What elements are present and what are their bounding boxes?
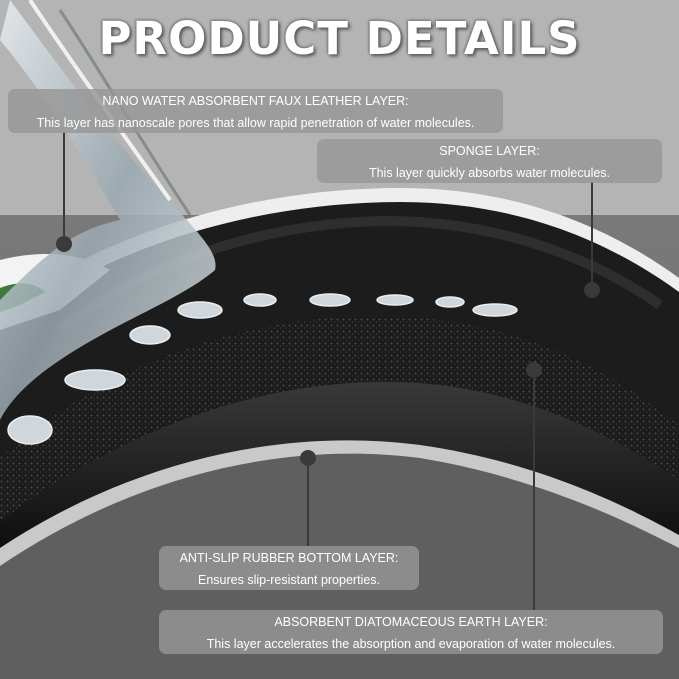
water-droplets	[7, 293, 518, 445]
callout-description: This layer accelerates the absorption an…	[206, 637, 616, 651]
callout-heading: ABSORBENT DIATOMACEOUS EARTH LAYER:	[274, 615, 548, 629]
callout-heading: SPONGE LAYER:	[439, 144, 540, 158]
callout-description: This layer quickly absorbs water molecul…	[368, 166, 611, 180]
callout-diatomaceous-layer: ABSORBENT DIATOMACEOUS EARTH LAYER: This…	[159, 610, 663, 654]
callout-heading: NANO WATER ABSORBENT FAUX LEATHER LAYER:	[102, 94, 409, 108]
callout-description: Ensures slip-resistant properties.	[197, 573, 381, 587]
callout-heading: ANTI-SLIP RUBBER BOTTOM LAYER:	[179, 551, 399, 565]
callout-sponge-layer: SPONGE LAYER: This layer quickly absorbs…	[317, 139, 662, 183]
page-title: PRODUCT DETAILS	[98, 12, 581, 65]
callout-leather-layer: NANO WATER ABSORBENT FAUX LEATHER LAYER:…	[8, 89, 503, 133]
callout-description: This layer has nanoscale pores that allo…	[36, 116, 475, 130]
callout-rubber-layer: ANTI-SLIP RUBBER BOTTOM LAYER: Ensures s…	[159, 546, 419, 590]
diatomaceous-layer	[0, 377, 679, 548]
leader-lines	[56, 132, 600, 610]
sponge-layer	[0, 314, 679, 522]
